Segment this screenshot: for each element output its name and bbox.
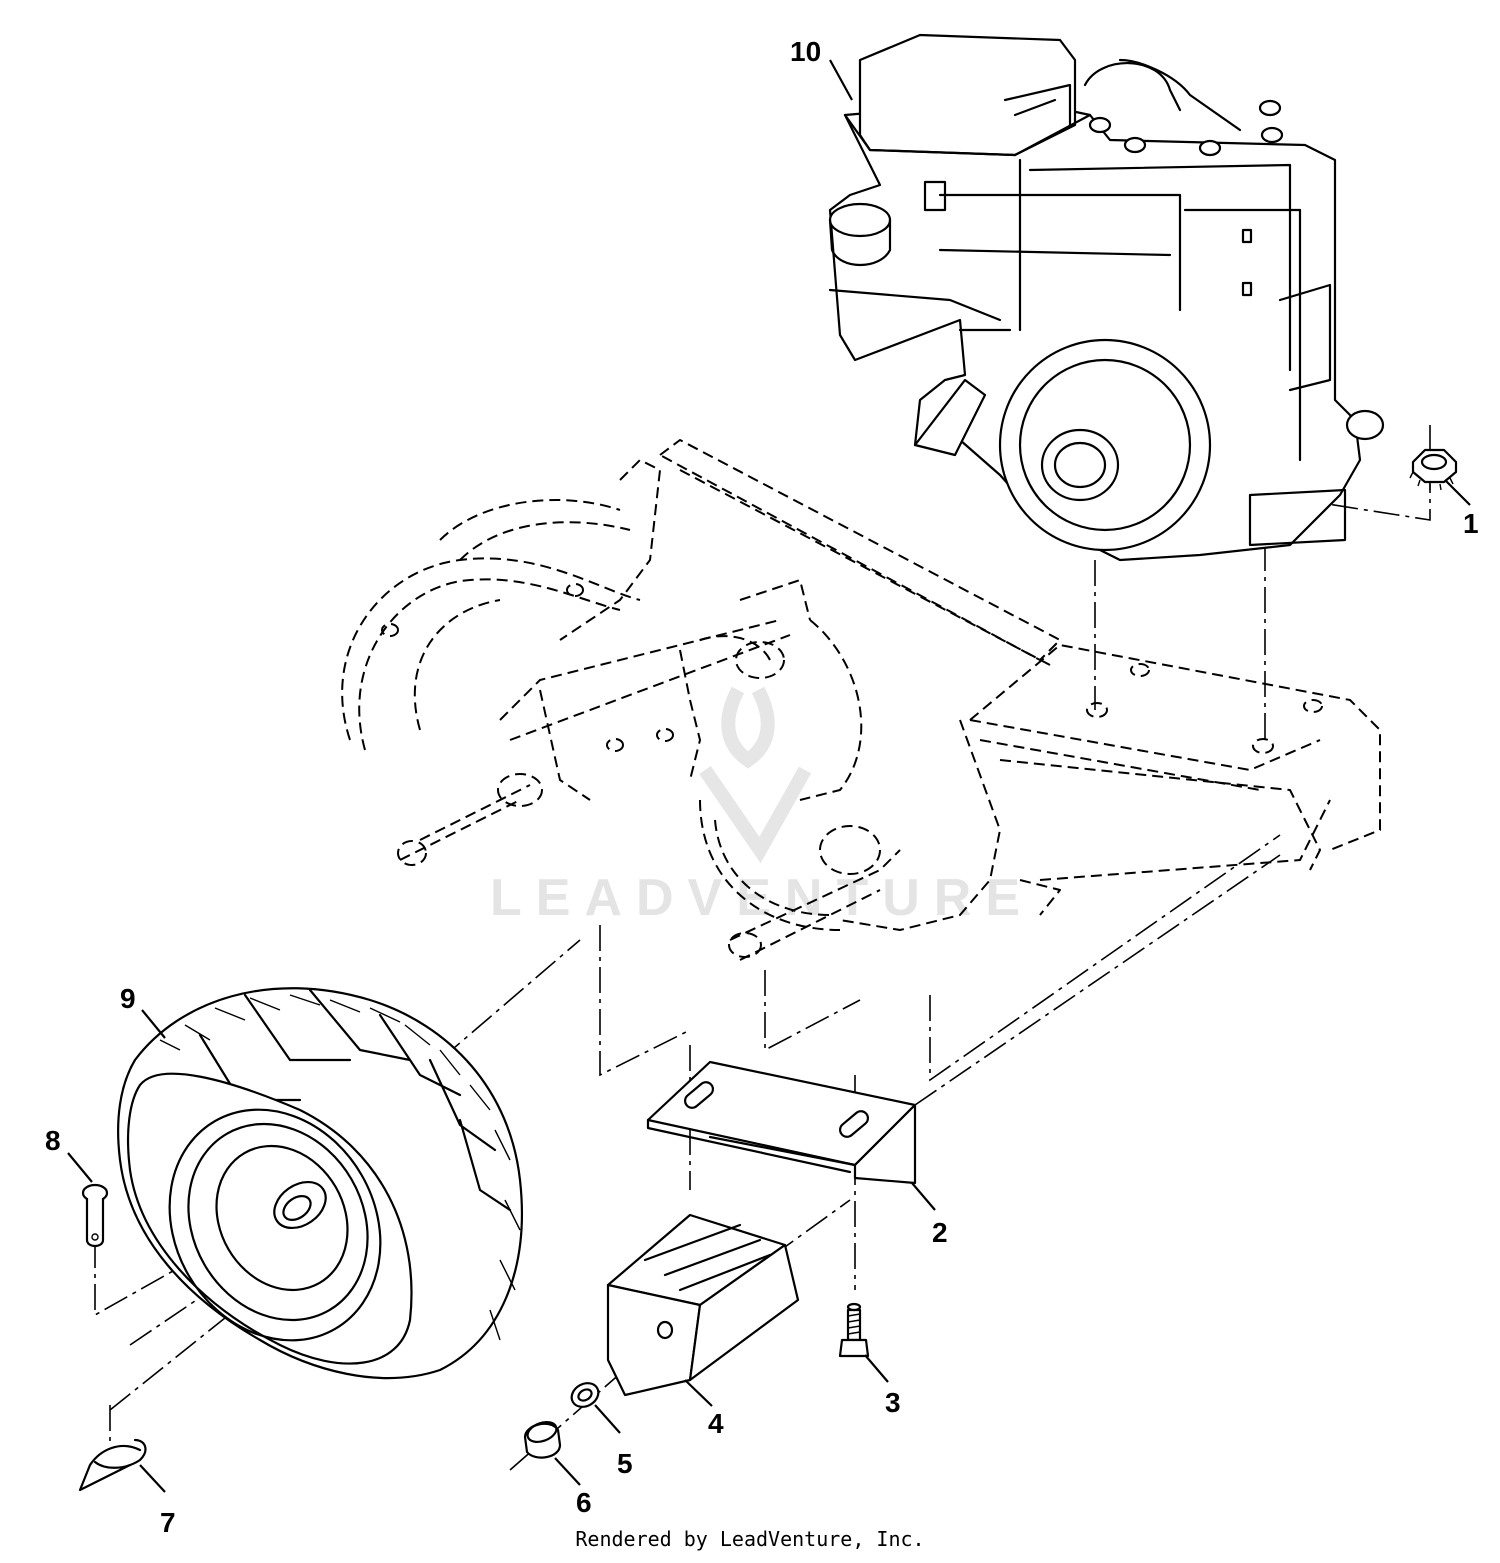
render-credit: Rendered by LeadVenture, Inc. xyxy=(575,1527,925,1551)
callout-7[interactable]: 7 xyxy=(160,1507,176,1538)
lock-nut-part[interactable] xyxy=(1409,448,1458,491)
callout-6-leader xyxy=(554,1457,581,1486)
callout-6[interactable]: 6 xyxy=(576,1487,592,1518)
callout-8-leader xyxy=(67,1152,93,1183)
phantom-tiller-frame xyxy=(341,439,1381,961)
callout-5-leader xyxy=(594,1404,621,1434)
hitch-guard-part[interactable] xyxy=(606,1213,800,1397)
wheel-tire-part[interactable] xyxy=(117,987,523,1380)
callout-1[interactable]: 1 xyxy=(1463,508,1479,539)
callout-7-leader xyxy=(139,1464,166,1493)
clevis-pin-part[interactable] xyxy=(81,1183,109,1248)
callout-9-leader xyxy=(141,1009,166,1039)
hex-nut-part[interactable] xyxy=(523,1418,562,1459)
bracket-part[interactable] xyxy=(646,1060,917,1185)
callout-9[interactable]: 9 xyxy=(120,983,136,1014)
hairpin-clip-part[interactable] xyxy=(78,1438,147,1492)
callout-3-leader xyxy=(864,1354,889,1383)
engine-part[interactable] xyxy=(828,33,1385,562)
watermark: LEADVENTURE xyxy=(490,686,1034,927)
callout-8[interactable]: 8 xyxy=(45,1125,61,1156)
callout-2[interactable]: 2 xyxy=(932,1217,948,1248)
callout-4-leader xyxy=(684,1379,713,1407)
callout-2-leader xyxy=(911,1182,936,1211)
watermark-logo-icon xyxy=(699,686,812,864)
callout-10-leader xyxy=(829,59,853,101)
callout-10[interactable]: 10 xyxy=(790,36,821,67)
watermark-text: LEADVENTURE xyxy=(490,869,1034,927)
lock-washer-part[interactable] xyxy=(567,1378,602,1411)
callout-5[interactable]: 5 xyxy=(617,1448,633,1479)
callout-1-leader xyxy=(1444,479,1471,506)
callout-4[interactable]: 4 xyxy=(708,1408,724,1439)
callout-3[interactable]: 3 xyxy=(885,1387,901,1418)
hex-bolt-part[interactable] xyxy=(838,1302,870,1358)
